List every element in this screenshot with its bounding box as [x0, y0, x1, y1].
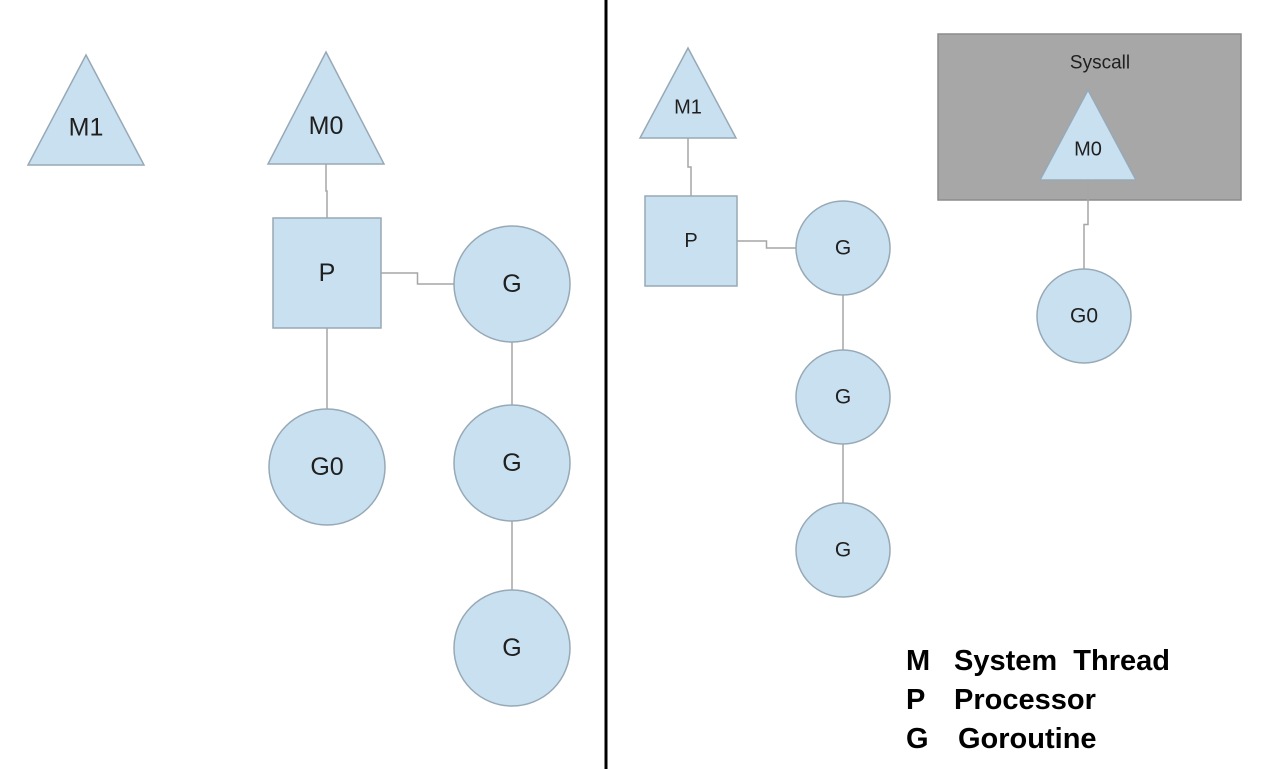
- goroutine-circle: [453, 404, 571, 522]
- node-label: M0: [1074, 138, 1102, 160]
- node-label: M1: [69, 114, 104, 142]
- legend-key: P: [906, 684, 926, 716]
- right-edge-r-p-r-g1: [737, 240, 796, 249]
- legend-key: M: [906, 645, 931, 677]
- goroutine-circle: [453, 589, 571, 707]
- node-label: P: [319, 259, 336, 287]
- left-node-thread-l-m0: M0: [266, 50, 386, 165]
- left-node-thread-l-m1: M1: [26, 53, 146, 166]
- goroutine-circle: [1036, 268, 1132, 364]
- legend: M System Thread P Processor G Goroutine: [906, 642, 1170, 759]
- right-node-goroutine-r-g3: G: [795, 502, 891, 598]
- legend-text: Processor: [954, 684, 1096, 716]
- node-label: G: [835, 237, 851, 260]
- right-edge-r-m0-r-g0: [1083, 180, 1089, 269]
- goroutine-circle: [268, 408, 386, 526]
- legend-text: System Thread: [954, 645, 1170, 677]
- thread-triangle: [1038, 88, 1138, 181]
- left-node-goroutine-l-g0: G0: [268, 408, 386, 526]
- left-node-goroutine-l-g1: G: [453, 225, 571, 343]
- right-edge-r-m1-r-p: [687, 138, 692, 196]
- left-node-goroutine-l-g3: G: [453, 589, 571, 707]
- right-node-thread-r-m1: M1: [638, 46, 738, 139]
- right-node-goroutine-r-g1: G: [795, 200, 891, 296]
- left-edge-l-p-l-g1: [381, 272, 454, 285]
- node-label: P: [684, 230, 697, 252]
- left-node-goroutine-l-g2: G: [453, 404, 571, 522]
- node-label: G: [502, 449, 521, 477]
- right-node-goroutine-r-g2: G: [795, 349, 891, 445]
- left-edge-l-m0-l-p: [325, 164, 328, 218]
- legend-row-g: G Goroutine: [906, 720, 1170, 759]
- thread-triangle: [638, 46, 738, 139]
- node-label: G0: [1070, 305, 1098, 328]
- legend-row-p: P Processor: [906, 681, 1170, 720]
- node-label: G: [502, 270, 521, 298]
- node-label: G0: [310, 453, 343, 481]
- goroutine-circle: [795, 502, 891, 598]
- thread-triangle: [26, 53, 146, 166]
- node-label: G: [835, 386, 851, 409]
- legend-key: G: [906, 723, 929, 755]
- node-label: M0: [309, 112, 344, 140]
- left-node-processor-l-p: P: [272, 217, 382, 329]
- syscall-label: Syscall: [1070, 53, 1130, 74]
- goroutine-circle: [795, 349, 891, 445]
- right-node-processor-r-p: P: [644, 195, 738, 287]
- processor-square: [644, 195, 738, 287]
- right-node-thread-r-m0: M0: [1038, 88, 1138, 181]
- edges-layer: [325, 138, 1089, 590]
- node-label: G: [835, 539, 851, 562]
- goroutine-circle: [453, 225, 571, 343]
- node-label: G: [502, 634, 521, 662]
- thread-triangle: [266, 50, 386, 165]
- right-node-goroutine-r-g0: G0: [1036, 268, 1132, 364]
- legend-row-m: M System Thread: [906, 642, 1170, 681]
- legend-text: Goroutine: [958, 723, 1097, 755]
- node-label: M1: [674, 96, 702, 118]
- goroutine-circle: [795, 200, 891, 296]
- processor-square: [272, 217, 382, 329]
